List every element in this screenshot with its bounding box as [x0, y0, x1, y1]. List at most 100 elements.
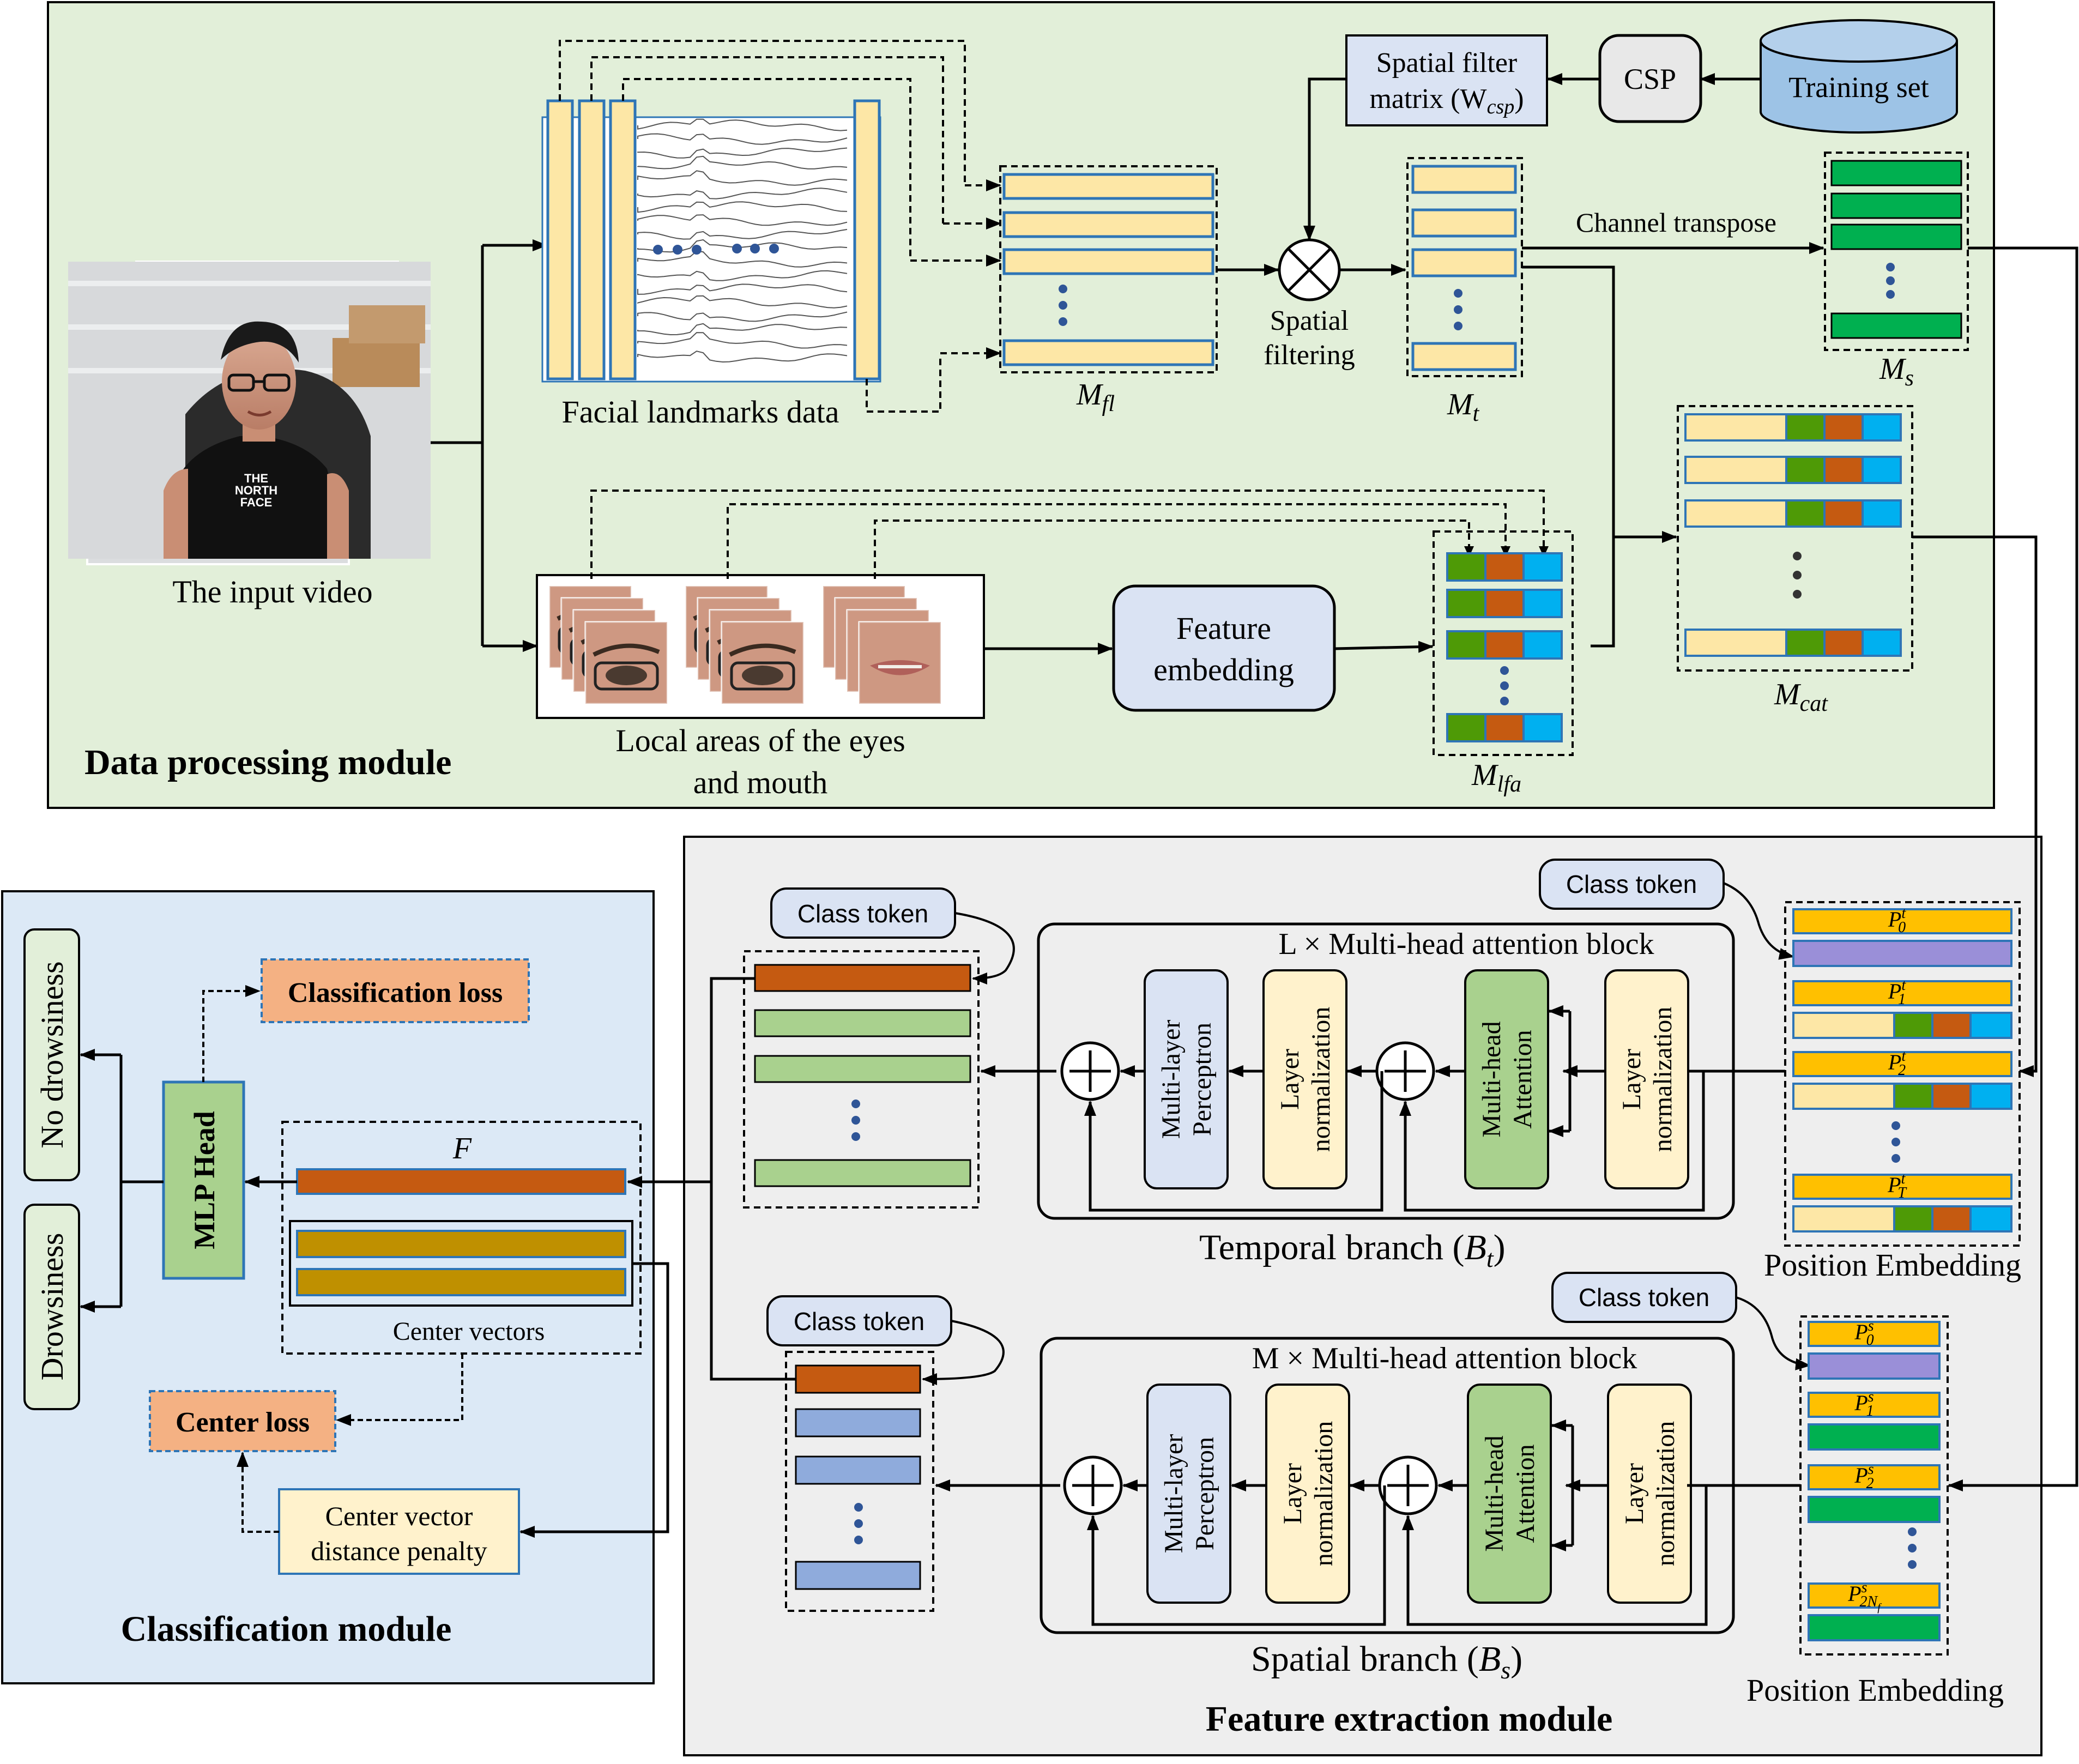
sblocks-layer-norm-1-label-2: normalization	[1309, 1421, 1338, 1567]
feature-embedding-label-1: Feature	[1176, 611, 1271, 646]
tblocks-layer-norm-2-label-1: Layer	[1617, 1049, 1646, 1110]
tblocks-mha-label-2: Attention	[1508, 1030, 1537, 1128]
spatial-output-matrix	[785, 1351, 934, 1612]
classification-module-title: Classification module	[121, 1609, 452, 1649]
facial-landmarks-plot	[541, 99, 881, 383]
spatial-filter-box	[1345, 34, 1548, 126]
sblocks-mha-label-2: Attention	[1511, 1444, 1540, 1543]
spatial-filtering-label-2: filtering	[1264, 340, 1355, 371]
spatial-block-title: M × Multi-head attention block	[1252, 1342, 1637, 1375]
mlp-head-box	[162, 1080, 245, 1280]
spatial-position-embedding-label: Position Embedding	[1746, 1672, 2004, 1708]
data-module-title: Data processing module	[84, 742, 451, 782]
local-areas-label-2: and mouth	[693, 765, 827, 800]
temporal-branch-label: Temporal branch (Bt)	[1199, 1228, 1506, 1272]
matrix-mfl	[999, 165, 1218, 373]
no-drowsiness-label: No drowsiness	[34, 961, 70, 1148]
spatial-filter-label-1: Spatial filter	[1376, 47, 1517, 78]
feature-embedding-box	[1112, 584, 1336, 712]
input-video-stack: THE NORTH FACE	[68, 261, 431, 565]
sblocks-mha-box	[1467, 1384, 1552, 1604]
training-set-cylinder	[1760, 19, 1958, 134]
temporal-output-matrix	[743, 950, 980, 1209]
feature-embedding-label-2: embedding	[1153, 652, 1294, 687]
spatial-filtering-operator	[1278, 238, 1341, 301]
input-video-label: The input video	[172, 574, 372, 609]
tblocks-mha-box	[1464, 969, 1549, 1189]
classification-loss-box	[261, 958, 530, 1023]
no-drowsiness-box	[23, 928, 80, 1181]
center-vector-penalty-label-1: Center vector	[325, 1501, 473, 1531]
temporal-class-token-right-label: Class token	[1566, 870, 1697, 898]
tblocks-mha-label-1: Multi-head	[1477, 1021, 1506, 1137]
spatial-class-token-right-label: Class token	[1579, 1283, 1709, 1312]
matrix-ms	[1824, 152, 1969, 351]
mlp-head-label: MLP Head	[188, 1111, 221, 1249]
feature-module-title: Feature extraction module	[1206, 1699, 1613, 1739]
local-areas-label-1: Local areas of the eyes	[615, 723, 905, 758]
training-set-label: Training set	[1788, 71, 1929, 104]
sblocks-mha-label-1: Multi-head	[1480, 1435, 1509, 1551]
sblocks-layer-norm-1-box	[1265, 1384, 1350, 1604]
tblocks-layer-norm-1-label-1: Layer	[1276, 1049, 1304, 1110]
drowsiness-label: Drowsiness	[34, 1233, 70, 1381]
tblocks-layer-norm-1-label-2: normalization	[1307, 1007, 1335, 1152]
tblocks-mlp-label-2: Perceptron	[1188, 1023, 1217, 1136]
spatial-filter-label-2: matrix (Wcsp)	[1369, 83, 1524, 118]
center-vectors-label: Center vectors	[393, 1317, 545, 1346]
sblocks-mlp-label-1: Multi-layer	[1159, 1434, 1188, 1554]
spatial-filtering-label-1: Spatial	[1270, 305, 1349, 336]
matrix-mfl-label: Mfl	[1076, 378, 1115, 416]
spatial-class-token-left-label: Class token	[794, 1307, 924, 1336]
tblocks-layer-norm-1-box	[1262, 969, 1347, 1189]
tblocks-mlp-label-1: Multi-layer	[1157, 1020, 1186, 1139]
sblocks-layer-norm-1-label-1: Layer	[1278, 1463, 1307, 1524]
sblocks-mlp-label-2: Perceptron	[1190, 1437, 1219, 1550]
classification-loss-label: Classification loss	[288, 977, 503, 1008]
tblocks-layer-norm-2-box	[1604, 969, 1689, 1189]
channel-transpose-label: Channel transpose	[1576, 207, 1776, 238]
shirt-logo-line2: NORTH	[235, 484, 277, 497]
tblocks-layer-norm-2-label-2: normalization	[1648, 1007, 1677, 1152]
temporal-position-embedding-label: Position Embedding	[1764, 1247, 2021, 1283]
sblocks-mlp-box	[1146, 1384, 1231, 1604]
drowsiness-box	[23, 1204, 80, 1410]
sblocks-layer-norm-2-label-1: Layer	[1620, 1463, 1649, 1524]
shirt-logo-line3: FACE	[240, 496, 273, 509]
matrix-ms-label: Ms	[1879, 352, 1914, 391]
tblocks-mlp-box	[1144, 969, 1229, 1189]
matrix-mlfa-label: Mlfa	[1471, 758, 1521, 797]
matrix-mcat-label: Mcat	[1774, 678, 1828, 716]
matrix-mt-label: Mt	[1447, 388, 1480, 426]
matrix-mlfa	[1433, 530, 1574, 756]
sblocks-layer-norm-2-box	[1607, 1384, 1692, 1604]
temporal-block-title: L × Multi-head attention block	[1279, 927, 1654, 961]
local-areas-box	[536, 574, 985, 719]
feature-f-box	[281, 1121, 642, 1355]
matrix-mcat	[1677, 405, 1913, 672]
center-vector-penalty-box	[278, 1488, 520, 1575]
csp-label: CSP	[1624, 63, 1676, 95]
center-loss-label: Center loss	[176, 1407, 310, 1438]
matrix-mt	[1406, 157, 1523, 377]
facial-landmarks-label: Facial landmarks data	[562, 394, 839, 430]
sblocks-layer-norm-2-label-2: normalization	[1651, 1421, 1680, 1567]
center-loss-box	[149, 1390, 336, 1452]
center-vector-penalty-label-2: distance penalty	[311, 1536, 487, 1566]
spatial-branch-label: Spatial branch (Bs)	[1251, 1639, 1522, 1684]
temporal-class-token-left-label: Class token	[797, 899, 928, 928]
shirt-logo-line1: THE	[244, 472, 268, 485]
feature-f-label: F	[452, 1132, 472, 1165]
